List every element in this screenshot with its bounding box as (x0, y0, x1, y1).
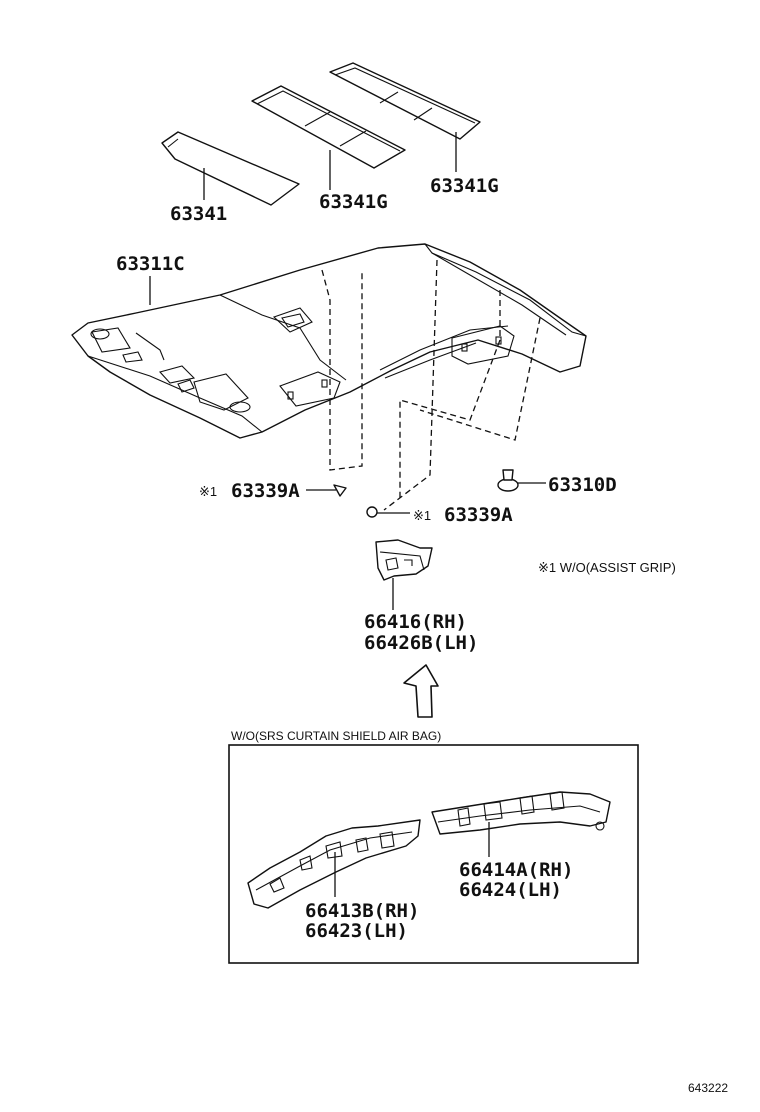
box-title: W/O(SRS CURTAIN SHIELD AIR BAG) (231, 729, 441, 743)
pad-63341 (161, 131, 300, 206)
clip-63310d (497, 469, 519, 492)
label-66414a: 66414A(RH) (459, 859, 573, 881)
clip-63339a-right (366, 506, 378, 518)
mark-63339a-right: ※1 (413, 508, 431, 523)
arrow-up (403, 664, 439, 718)
mark-63339a-left: ※1 (199, 484, 217, 499)
label-66416: 66416(RH) (364, 611, 467, 633)
label-66423: 66423(LH) (305, 920, 408, 942)
diagram-code: 643222 (688, 1081, 728, 1095)
label-63341g-right: 63341G (430, 175, 499, 197)
pad-63341g-middle (251, 85, 406, 169)
label-63339a-right: 63339A (444, 504, 513, 526)
footnote-assist-grip: ※1 W/O(ASSIST GRIP) (538, 560, 676, 575)
headliner-63311c (71, 243, 587, 439)
label-63341: 63341 (170, 203, 227, 225)
label-63311c: 63311C (116, 253, 185, 275)
option-box (228, 744, 639, 964)
label-66424: 66424(LH) (459, 879, 562, 901)
clip-63339a-left (333, 484, 347, 497)
bracket-66414a (431, 791, 611, 835)
label-66426b: 66426B(LH) (364, 632, 478, 654)
label-63339a-left: 63339A (231, 480, 300, 502)
label-63341g-middle: 63341G (319, 191, 388, 213)
bracket-66413b (247, 819, 421, 909)
pad-63341g-right (329, 62, 481, 140)
label-63310d: 63310D (548, 474, 617, 496)
label-66413b: 66413B(RH) (305, 900, 419, 922)
bracket-66416 (375, 539, 433, 581)
